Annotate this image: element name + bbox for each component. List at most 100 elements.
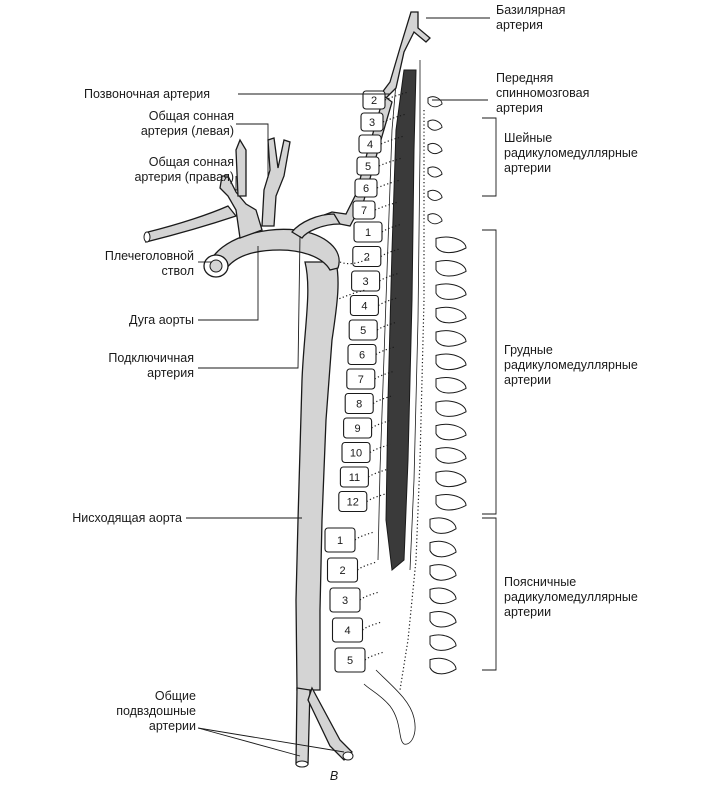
spinous-process [435,400,467,417]
left-carotid-label-1: Общая сонная [149,109,234,123]
cervical-vertebra-number: 5 [365,161,371,173]
radicular-branch [384,91,409,101]
cervical-label-2: радикуломедуллярные [504,146,638,160]
spinous-process [435,283,467,300]
cervical-vertebra-number: 4 [367,139,373,151]
lumbar-vertebra: 3 [329,587,361,613]
subclavian-label-2: артерия [147,366,194,380]
iliac-label-2: подвздошные [116,704,196,718]
radicular-branch [359,591,380,601]
lumbar-vertebra: 2 [326,557,359,583]
spinous-process [429,657,457,675]
radicular-branch [381,223,403,233]
radicular-branch [371,419,392,429]
radicular-branch [376,179,401,189]
spinous-process [435,423,467,441]
spinous-process [435,470,467,488]
brachiocephalic-label-2: ствол [162,264,194,278]
cervical-vertebra: 4 [358,134,382,154]
right-subclavian-cut-end [143,231,151,243]
spinous-process [427,119,443,131]
radicular-branch [378,157,403,167]
anterior-contour [335,257,371,301]
radicular-branch [364,651,385,661]
iliac-label-3: артерии [149,719,196,733]
thoracic-vertebra: 3 [351,270,381,292]
spinous-process [427,213,443,225]
cervical-vertebra-number: 6 [363,183,369,195]
spinous-process [429,611,457,628]
spinous-process [435,377,467,394]
spinous-process [435,447,467,464]
spinous-process [435,306,467,324]
radicular-branch [366,492,387,503]
cervical-vertebra-number: 7 [361,205,367,217]
thoracic-label-2: радикуломедуллярные [504,358,638,372]
radicular-branch [375,345,397,356]
lumbar-vertebra-number: 1 [337,535,343,547]
thoracic-vertebra-number: 6 [359,349,365,361]
radiculomedullary-arteries [335,91,425,691]
spinous-process [429,587,457,605]
thoracic-vertebra-number: 4 [361,300,367,312]
spinal-cord [385,69,417,571]
lumbar-vertebra-number: 2 [339,565,345,577]
thoracic-label-3: артерии [504,373,551,387]
radicular-branch [374,201,399,211]
spinous-process [435,330,467,347]
descending-aorta-label: Нисходящая аорта [72,511,182,525]
radicular-branch [380,135,405,145]
cervical-vertebra-number: 2 [371,95,377,107]
spinous-process [427,166,443,178]
thoracic-vertebra-number: 5 [360,325,366,337]
brachiocephalic-label-1: Плечеголовной [105,249,194,263]
cervical-vertebra: 7 [352,200,376,220]
spinous-process [435,494,467,511]
left-carotid-label-2: артерия (левая) [141,124,234,138]
brachiocephalic-trunk [219,175,263,239]
radicular-branch [372,394,394,405]
thoracic-vertebra-number: 3 [363,276,369,288]
cervical-vertebra: 6 [354,178,378,198]
radicular-branch [354,531,375,541]
thoracic-vertebra: 2 [352,245,382,268]
thoracic-vertebra-number: 1 [365,227,371,239]
radicular-branch [374,370,395,380]
aortic-arch-lumen [209,259,223,273]
thoracic-vertebra: 7 [346,368,376,390]
thoracic-vertebra-number: 10 [350,447,362,459]
descending-aorta [295,261,339,691]
cervical-vertebra: 3 [360,112,384,132]
thoracic-vertebra: 11 [339,466,369,488]
left-iliac-cut-end [295,760,309,768]
sacrum-outline [363,669,416,745]
thoracic-vertebra: 4 [349,294,379,317]
left-subclavian-artery [291,213,342,239]
thoracic-vertebra-number: 8 [356,398,362,410]
thoracic-vertebra: 8 [344,392,374,415]
right-iliac-cut-end [342,751,354,761]
thoracic-vertebra: 6 [347,343,377,366]
spinous-process [435,236,467,254]
thoracic-vertebra: 1 [353,221,383,243]
panel-letter: В [330,769,338,783]
lumbar-vertebra-number: 3 [342,595,348,607]
spinous-processes [427,96,467,675]
spinous-process [429,540,457,558]
cervical-label-3: артерии [504,161,551,175]
cervical-vertebra-number: 3 [369,117,375,129]
radicular-branch [368,468,389,478]
right-carotid-label-1: Общая сонная [149,155,234,169]
cervical-vertebra: 5 [356,156,380,176]
lumbar-label-1: Поясничные [504,575,576,589]
radicular-branch [369,443,391,454]
right-common-iliac [307,686,353,761]
radicular-branch [380,247,401,258]
radicular-branch [362,621,382,631]
